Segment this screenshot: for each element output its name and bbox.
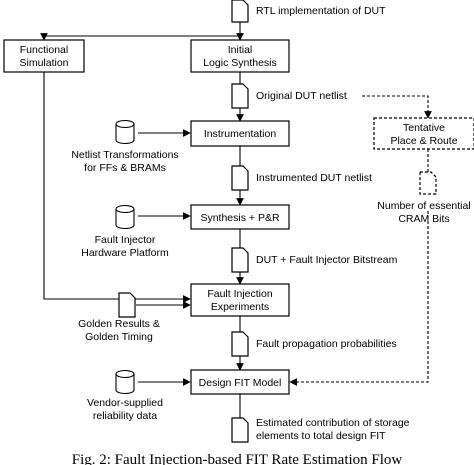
cram-line-1: Number of essential bbox=[377, 200, 470, 212]
fault-injection-line-1: Fault Injection bbox=[207, 288, 273, 300]
instrumentation-box: Instrumentation bbox=[190, 120, 290, 147]
synthesis-pr-label: Synthesis + P&R bbox=[200, 212, 279, 224]
tentative-line-1: Tentative bbox=[403, 122, 445, 134]
estimated-line-2: elements to total design FIT bbox=[256, 430, 386, 442]
connectors bbox=[40, 22, 432, 418]
functional-simulation-line-1: Functional bbox=[20, 44, 68, 56]
document-icon bbox=[231, 247, 249, 273]
instrumented-netlist-document: Instrumented DUT netlist bbox=[231, 165, 372, 191]
document-icon bbox=[118, 292, 136, 318]
document-icon bbox=[231, 0, 249, 23]
dashed-document-icon bbox=[419, 171, 437, 195]
rtl-document: RTL implementation of DUT bbox=[231, 0, 386, 23]
functional-to-fault-injection-arrow bbox=[43, 72, 191, 303]
netlist-transformations-database: Netlist Transformations for FFs & BRAMs bbox=[71, 119, 179, 174]
fault-propagation-document: Fault propagation probabilities bbox=[231, 331, 397, 357]
vendor-line-1: Vendor-supplied bbox=[87, 397, 163, 409]
bitstream-document: DUT + Fault Injector Bitstream bbox=[231, 247, 398, 273]
functional-simulation-line-2: Simulation bbox=[19, 57, 68, 69]
fault-injector-line-1: Fault Injector bbox=[95, 234, 156, 246]
estimated-contribution-document: Estimated contribution of storage elemen… bbox=[231, 417, 410, 443]
instrumented-netlist-label: Instrumented DUT netlist bbox=[256, 172, 372, 184]
initial-logic-synthesis-box: Initial Logic Synthesis bbox=[190, 39, 290, 73]
essential-cram-document: Number of essential CRAM Bits bbox=[377, 171, 471, 225]
initial-logic-synthesis-line-2: Logic Synthesis bbox=[203, 57, 277, 69]
estimated-line-1: Estimated contribution of storage bbox=[256, 417, 410, 429]
original-netlist-document: Original DUT netlist bbox=[231, 83, 347, 109]
vendor-line-2: reliability data bbox=[93, 410, 157, 422]
figure-caption: Fig. 2: Fault Injection-based FIT Rate E… bbox=[72, 452, 403, 465]
database-icon bbox=[115, 119, 135, 145]
fault-injector-platform-database: Fault Injector Hardware Platform bbox=[81, 204, 169, 259]
netlist-transformations-line-1: Netlist Transformations bbox=[71, 149, 178, 161]
document-icon bbox=[231, 83, 249, 109]
cram-to-design-fit-dashed-arrow bbox=[289, 211, 429, 386]
initial-logic-synthesis-line-1: Initial bbox=[228, 44, 253, 56]
original-netlist-label: Original DUT netlist bbox=[256, 90, 347, 102]
design-fit-model-box: Design FIT Model bbox=[190, 369, 290, 395]
tentative-line-2: Place & Route bbox=[390, 135, 457, 147]
design-fit-model-label: Design FIT Model bbox=[199, 377, 282, 389]
document-icon bbox=[231, 331, 249, 357]
database-icon bbox=[115, 204, 135, 230]
golden-line-1: Golden Results & bbox=[78, 318, 160, 330]
cram-line-2: CRAM Bits bbox=[398, 213, 449, 225]
database-icon bbox=[115, 369, 135, 395]
golden-results-document: Golden Results & Golden Timing bbox=[78, 292, 160, 343]
vendor-reliability-database: Vendor-supplied reliability data bbox=[87, 369, 163, 422]
fault-propagation-label: Fault propagation probabilities bbox=[256, 338, 397, 350]
document-icon bbox=[231, 417, 249, 443]
bitstream-label: DUT + Fault Injector Bitstream bbox=[256, 254, 398, 266]
fault-injection-experiments-box: Fault Injection Experiments bbox=[190, 283, 290, 317]
document-icon bbox=[231, 165, 249, 191]
golden-line-2: Golden Timing bbox=[85, 331, 153, 343]
functional-simulation-box: Functional Simulation bbox=[3, 39, 85, 73]
fault-injection-line-2: Experiments bbox=[211, 301, 269, 313]
fault-injector-line-2: Hardware Platform bbox=[81, 247, 169, 259]
netlist-to-tentative-dashed-arrow bbox=[362, 95, 432, 119]
tentative-place-route-box: Tentative Place & Route bbox=[373, 117, 474, 150]
netlist-transformations-line-2: for FFs & BRAMs bbox=[84, 162, 166, 174]
synthesis-pr-box: Synthesis + P&R bbox=[190, 204, 290, 230]
rtl-label: RTL implementation of DUT bbox=[256, 5, 386, 17]
instrumentation-label: Instrumentation bbox=[204, 128, 277, 140]
